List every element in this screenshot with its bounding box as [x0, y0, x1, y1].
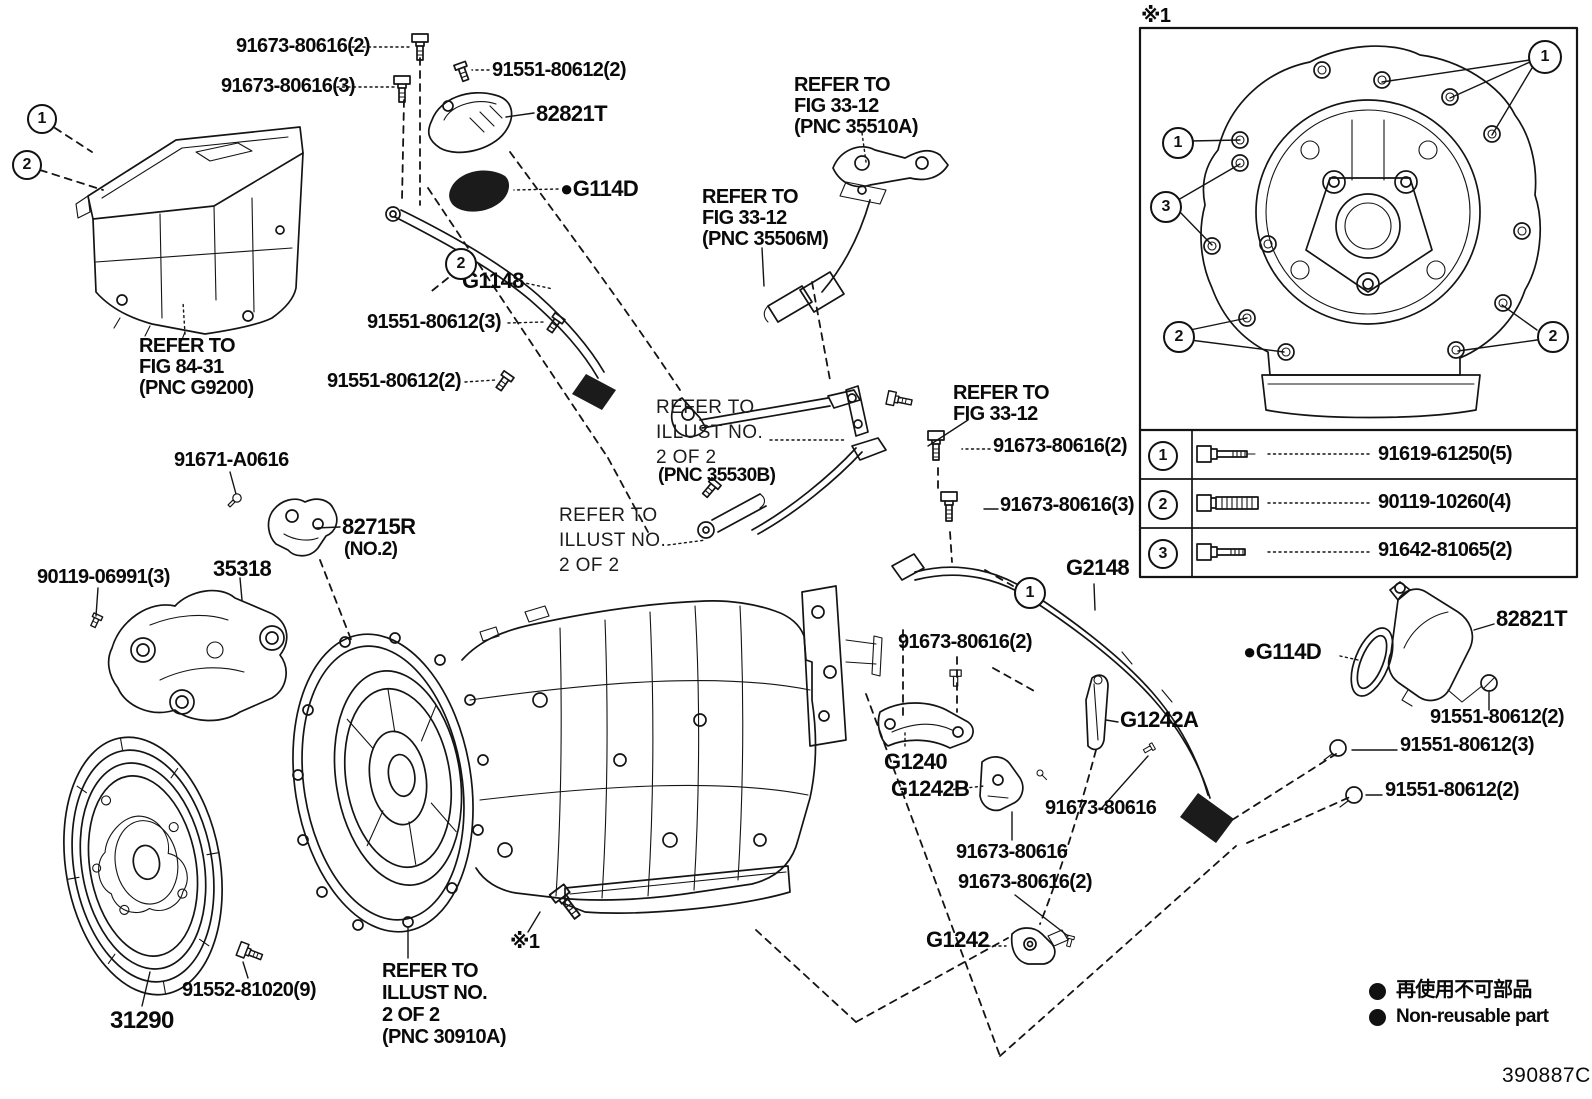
gasket-g114d-right-drawing: [1350, 627, 1394, 697]
refer-fig-33-12-35506-note: REFER TO FIG 33-12 (PNC 35506M): [702, 186, 829, 250]
leader-lines: [95, 46, 1495, 1007]
bracket-g1242b-drawing: [979, 756, 1024, 812]
cover-82821t-right-drawing: [1387, 581, 1483, 707]
inset-callout-1-left: 1: [1162, 127, 1194, 159]
part-label-91673-80616-3: 91673-80616(3): [221, 75, 356, 97]
part-label-82715r-no2: (NO.2): [344, 539, 398, 560]
part-label-91673-80616-a: 91673-80616: [1045, 797, 1157, 819]
part-label-g1242b: G1242B: [891, 776, 970, 801]
switch-35510a-drawing: [821, 146, 949, 293]
inset-reference-marker: ※1: [1141, 5, 1171, 27]
part-label-91673-80616-2-g1240: 91673-80616(2): [898, 631, 1033, 653]
part-label-91552-81020-9: 91552-81020(9): [182, 979, 317, 1001]
bracket-82715r-drawing: [267, 498, 338, 557]
table-part-91619-61250-5: 91619-61250(5): [1378, 443, 1513, 465]
refer-fig-33-12-note-right: REFER TO FIG 33-12: [953, 382, 1050, 425]
refer-illust-30910a-note: REFER TO ILLUST NO. 2 OF 2 (PNC 30910A): [382, 960, 507, 1048]
pnc-35530b-note: (PNC 35530B): [658, 465, 776, 486]
table-callout-2: 2: [1148, 490, 1178, 520]
part-label-91673-80616-3-mid: 91673-80616(3): [1000, 494, 1135, 516]
refer-fig-33-12-35510a-note: REFER TO FIG 33-12 (PNC 35510A): [794, 74, 919, 138]
part-label-31290: 31290: [110, 1007, 174, 1034]
part-label-91673-80616-b: 91673-80616: [956, 841, 1068, 863]
part-label-91673-80616-2: 91673-80616(2): [236, 35, 371, 57]
part-label-82821t-top: 82821T: [536, 101, 608, 126]
refer-fig-84-31-note: REFER TO FIG 84-31 (PNC G9200): [139, 335, 254, 399]
bolt-reference-marker: ※1: [510, 931, 540, 953]
part-label-91551-80612-2-left: 91551-80612(2): [327, 370, 462, 392]
legend-non-reusable-jp: 再使用不可部品: [1396, 979, 1532, 1001]
sensor-g1242-drawing: [1010, 927, 1069, 965]
refer-illust-2of2-note-a: REFER TO ILLUST NO. 2 OF 2: [656, 397, 764, 468]
inset-detail-box: [1138, 26, 1579, 579]
figure-code: 390887C: [1502, 1064, 1591, 1087]
table-part-90119-10260-4: 90119-10260(4): [1378, 491, 1511, 513]
cover-82821t-top-drawing: [427, 91, 513, 154]
part-label-90119-06991-3: 90119-06991(3): [37, 566, 170, 588]
part-label-g1148: G1148: [462, 268, 524, 293]
filled-circle-icon-en: [1369, 1009, 1386, 1026]
part-label-82715r: 82715R: [342, 514, 416, 539]
inset-bolt-heads: [1203, 61, 1531, 361]
flexplate-31290-drawing: [63, 736, 223, 996]
callout-2-inverter: 2: [12, 150, 42, 180]
inset-callout-1-top-right: 1: [1528, 40, 1562, 74]
wire-g1148-drawing: [385, 206, 616, 410]
part-label-35318: 35318: [213, 556, 272, 581]
part-label-g2148: G2148: [1066, 555, 1130, 580]
table-callout-3: 3: [1148, 539, 1178, 569]
part-label-82821t-right: 82821T: [1496, 606, 1568, 631]
part-label-g1242a: G1242A: [1120, 707, 1199, 732]
gasket-g114d-top-drawing: [449, 170, 510, 212]
inset-callout-leaders: [1177, 59, 1538, 353]
part-label-91551-80612-2-top: 91551-80612(2): [492, 59, 627, 81]
part-label-91551-80612-2-r1: 91551-80612(2): [1430, 706, 1565, 728]
part-label-91673-80616-2-low: 91673-80616(2): [958, 871, 1093, 893]
bracket-g1240-drawing: [877, 702, 974, 749]
construction-dashed-lines: [39, 57, 1351, 1057]
inverter-assembly-drawing: [75, 126, 304, 343]
callout-1-harness: 1: [1014, 577, 1046, 609]
bolts-and-screws: [90, 33, 1498, 961]
sensor-35506-drawing: [763, 271, 845, 323]
part-label-g114d-top: ●G114D: [560, 176, 639, 201]
part-label-91551-80612-2-r2: 91551-80612(2): [1385, 779, 1520, 801]
part-label-91673-80616-2-mid: 91673-80616(2): [993, 435, 1128, 457]
part-label-91551-80612-3-left: 91551-80612(3): [367, 311, 502, 333]
refer-illust-2of2-note-b: REFER TO ILLUST NO. 2 OF 2: [559, 505, 667, 576]
inset-callout-2-right: 2: [1537, 321, 1569, 353]
part-label-91671-a0616: 91671-A0616: [174, 449, 289, 471]
table-part-91642-81065-2: 91642-81065(2): [1378, 539, 1513, 561]
transmission-drawing: [292, 585, 883, 933]
callout-1-inverter: 1: [27, 104, 57, 134]
harness-g2148-drawing: [891, 553, 1234, 843]
part-label-91551-80612-3-r: 91551-80612(3): [1400, 734, 1535, 756]
legend-non-reusable-en: Non-reusable part: [1396, 1006, 1549, 1027]
inset-callout-3-left: 3: [1150, 191, 1182, 223]
inset-callout-2-left: 2: [1163, 321, 1195, 353]
shift-cable-35530b-drawing: [670, 385, 887, 539]
table-bolt-icons: [1196, 445, 1373, 561]
part-label-g1240: G1240: [884, 749, 948, 774]
table-callout-1: 1: [1148, 441, 1178, 471]
bracket-g1242a-drawing: [1085, 674, 1109, 751]
part-label-g1242: G1242: [926, 927, 990, 952]
insulator-35318-drawing: [107, 589, 288, 722]
callout-2-wire: 2: [445, 248, 477, 280]
part-label-g114d-right: ●G114D: [1243, 639, 1322, 664]
filled-circle-icon-jp: [1369, 983, 1386, 1000]
